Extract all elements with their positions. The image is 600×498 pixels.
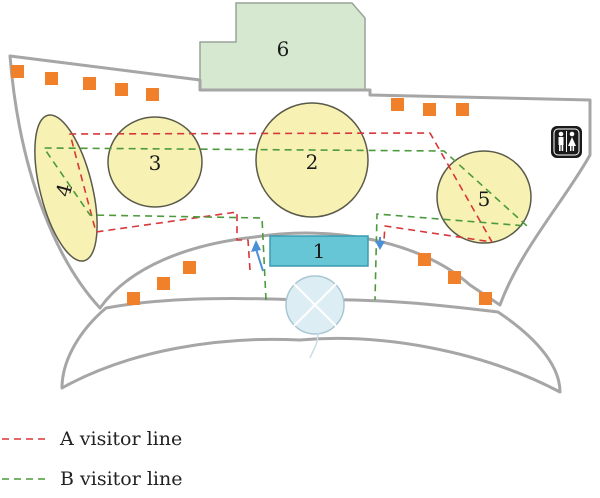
exhibit-marker (456, 103, 469, 116)
exhibit-markers (11, 65, 492, 305)
legend-item-a: A visitor line (0, 425, 182, 453)
zone-2-label: 2 (306, 150, 319, 174)
legend-item-b: B visitor line (0, 465, 182, 493)
b-visitor-line (43, 147, 528, 301)
zone-2 (255, 102, 369, 218)
exhibit-marker (115, 83, 128, 96)
legend-swatch-b (2, 478, 48, 480)
legend-label-a: A visitor line (60, 428, 183, 450)
exhibit-marker (448, 271, 461, 284)
zone-4 (34, 114, 98, 262)
exhibit-marker (479, 292, 492, 305)
legend-label-b: B visitor line (60, 468, 183, 490)
exhibit-marker (83, 77, 96, 90)
fountain-icon (285, 275, 345, 359)
exhibit-marker (391, 98, 404, 111)
exhibit-marker (183, 261, 196, 274)
exhibit-marker (127, 292, 140, 305)
zone-3 (107, 116, 203, 208)
exhibit-marker (418, 253, 431, 266)
zone-1 (269, 235, 369, 267)
exhibit-marker (423, 103, 436, 116)
a-visitor-line (69, 132, 493, 271)
exit-arrow-icon (375, 237, 385, 250)
legend-swatch-a (2, 438, 48, 440)
exhibit-marker (11, 65, 24, 78)
exhibit-marker (157, 277, 170, 290)
zone-1-label: 1 (313, 239, 326, 263)
zone-3-label: 3 (149, 151, 162, 175)
zone-5-label: 5 (478, 187, 491, 211)
zone-6-label: 6 (277, 37, 290, 61)
restroom-icon (551, 126, 582, 158)
entry-arrow-icon (251, 240, 264, 272)
exhibit-marker (45, 72, 58, 85)
exhibit-marker (146, 88, 159, 101)
